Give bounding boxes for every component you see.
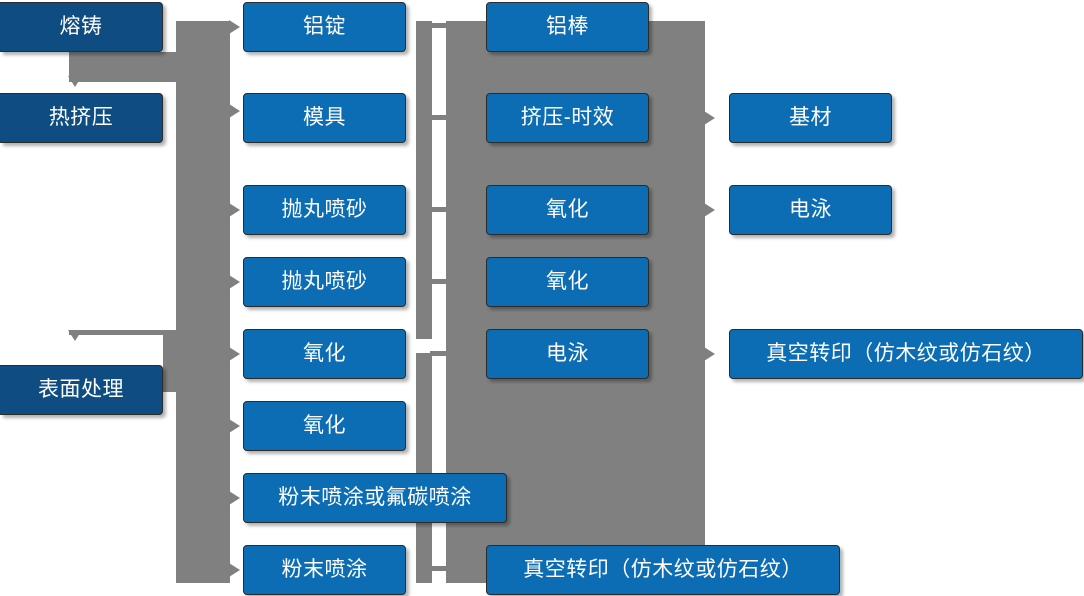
connector-melting-to-extrude bbox=[69, 52, 179, 82]
arrow-to-col2-8-icon bbox=[229, 563, 240, 577]
arrow-to-col4-2-icon bbox=[704, 203, 715, 217]
process-box-col2-6[interactable]: 氧化 bbox=[243, 401, 406, 451]
connector-surface-top-arm bbox=[69, 330, 179, 335]
process-box-col2-3[interactable]: 抛丸喷砂 bbox=[243, 185, 406, 235]
arrow-to-col2-3-icon bbox=[229, 203, 240, 217]
stage-box-melting[interactable]: 熔铸 bbox=[0, 2, 163, 52]
connector-mid-tie-3 bbox=[430, 207, 448, 212]
connector-mid-tie-4 bbox=[430, 279, 448, 284]
process-label-col2-5: 氧化 bbox=[303, 342, 346, 366]
process-label-col4-1: 基材 bbox=[789, 106, 832, 130]
stage-box-surface[interactable]: 表面处理 bbox=[0, 365, 163, 415]
process-label-col2-8: 粉末喷涂 bbox=[281, 558, 368, 582]
arrow-to-col2-6-icon bbox=[229, 419, 240, 433]
connector-mid-tie-5 bbox=[430, 351, 448, 356]
process-box-col2-4[interactable]: 抛丸喷砂 bbox=[243, 257, 406, 307]
arrow-to-col2-7-icon bbox=[229, 491, 240, 505]
process-label-col3-2: 挤压-时效 bbox=[520, 106, 615, 130]
arrow-to-col2-1-icon bbox=[229, 20, 240, 34]
process-box-col2-5[interactable]: 氧化 bbox=[243, 329, 406, 379]
process-box-col3-4[interactable]: 氧化 bbox=[486, 257, 649, 307]
connector-surface-stub-arm bbox=[163, 387, 183, 392]
process-box-col4-1[interactable]: 基材 bbox=[729, 93, 892, 143]
arrow-to-col4-1-icon bbox=[704, 111, 715, 125]
process-box-col3-3[interactable]: 氧化 bbox=[486, 185, 649, 235]
process-box-col3-1[interactable]: 铝棒 bbox=[486, 2, 649, 52]
process-box-col4-3[interactable]: 真空转印（仿木纹或仿石纹） bbox=[729, 329, 1083, 379]
stage-label-extrude: 热挤压 bbox=[48, 106, 114, 130]
connector-left-trunk bbox=[176, 21, 230, 583]
process-box-col3-5[interactable]: 电泳 bbox=[486, 329, 649, 379]
process-label-col2-1: 铝锭 bbox=[303, 15, 346, 39]
process-box-col2-2[interactable]: 模具 bbox=[243, 93, 406, 143]
process-label-col2-3: 抛丸喷砂 bbox=[281, 198, 368, 222]
stage-label-surface: 表面处理 bbox=[38, 378, 124, 402]
process-label-col3-5: 电泳 bbox=[546, 342, 589, 366]
process-box-col4-2[interactable]: 电泳 bbox=[729, 185, 892, 235]
process-label-col3-3: 氧化 bbox=[546, 198, 589, 222]
arrow-to-col4-3-icon bbox=[704, 347, 715, 361]
process-label-col3-4: 氧化 bbox=[546, 270, 589, 294]
process-label-col3-6: 真空转印（仿木纹或仿石纹） bbox=[523, 558, 803, 582]
arrow-to-col2-5-icon bbox=[229, 347, 240, 361]
process-label-col2-6: 氧化 bbox=[303, 414, 346, 438]
process-label-col2-4: 抛丸喷砂 bbox=[281, 270, 368, 294]
process-label-col2-7: 粉末喷涂或氟碳喷涂 bbox=[278, 486, 472, 510]
arrow-to-col2-2-icon bbox=[229, 104, 240, 118]
process-box-col3-2[interactable]: 挤压-时效 bbox=[486, 93, 649, 143]
connector-surface-stub bbox=[163, 330, 179, 390]
process-label-col4-3: 真空转印（仿木纹或仿石纹） bbox=[766, 342, 1046, 366]
connector-mid-rail-upper bbox=[416, 21, 432, 339]
connector-mid-tie-2 bbox=[430, 115, 448, 120]
process-box-col2-8[interactable]: 粉末喷涂 bbox=[243, 545, 406, 595]
process-label-col3-1: 铝棒 bbox=[546, 15, 589, 39]
connector-mid-tie-1 bbox=[430, 23, 448, 28]
process-label-col2-2: 模具 bbox=[303, 106, 346, 130]
connector-melting-arrow-icon bbox=[68, 76, 82, 87]
process-box-col2-7[interactable]: 粉末喷涂或氟碳喷涂 bbox=[243, 473, 507, 523]
process-label-col4-2: 电泳 bbox=[789, 198, 832, 222]
connector-mid-tie-6 bbox=[430, 566, 448, 571]
process-box-col3-6[interactable]: 真空转印（仿木纹或仿石纹） bbox=[486, 545, 840, 595]
arrow-to-col2-4-icon bbox=[229, 275, 240, 289]
connector-surface-arrow-icon bbox=[68, 330, 82, 341]
process-box-col2-1[interactable]: 铝锭 bbox=[243, 2, 406, 52]
stage-box-extrude[interactable]: 热挤压 bbox=[0, 93, 163, 143]
connector-mid-rail-lower bbox=[416, 353, 432, 583]
stage-label-melting: 熔铸 bbox=[59, 15, 103, 39]
